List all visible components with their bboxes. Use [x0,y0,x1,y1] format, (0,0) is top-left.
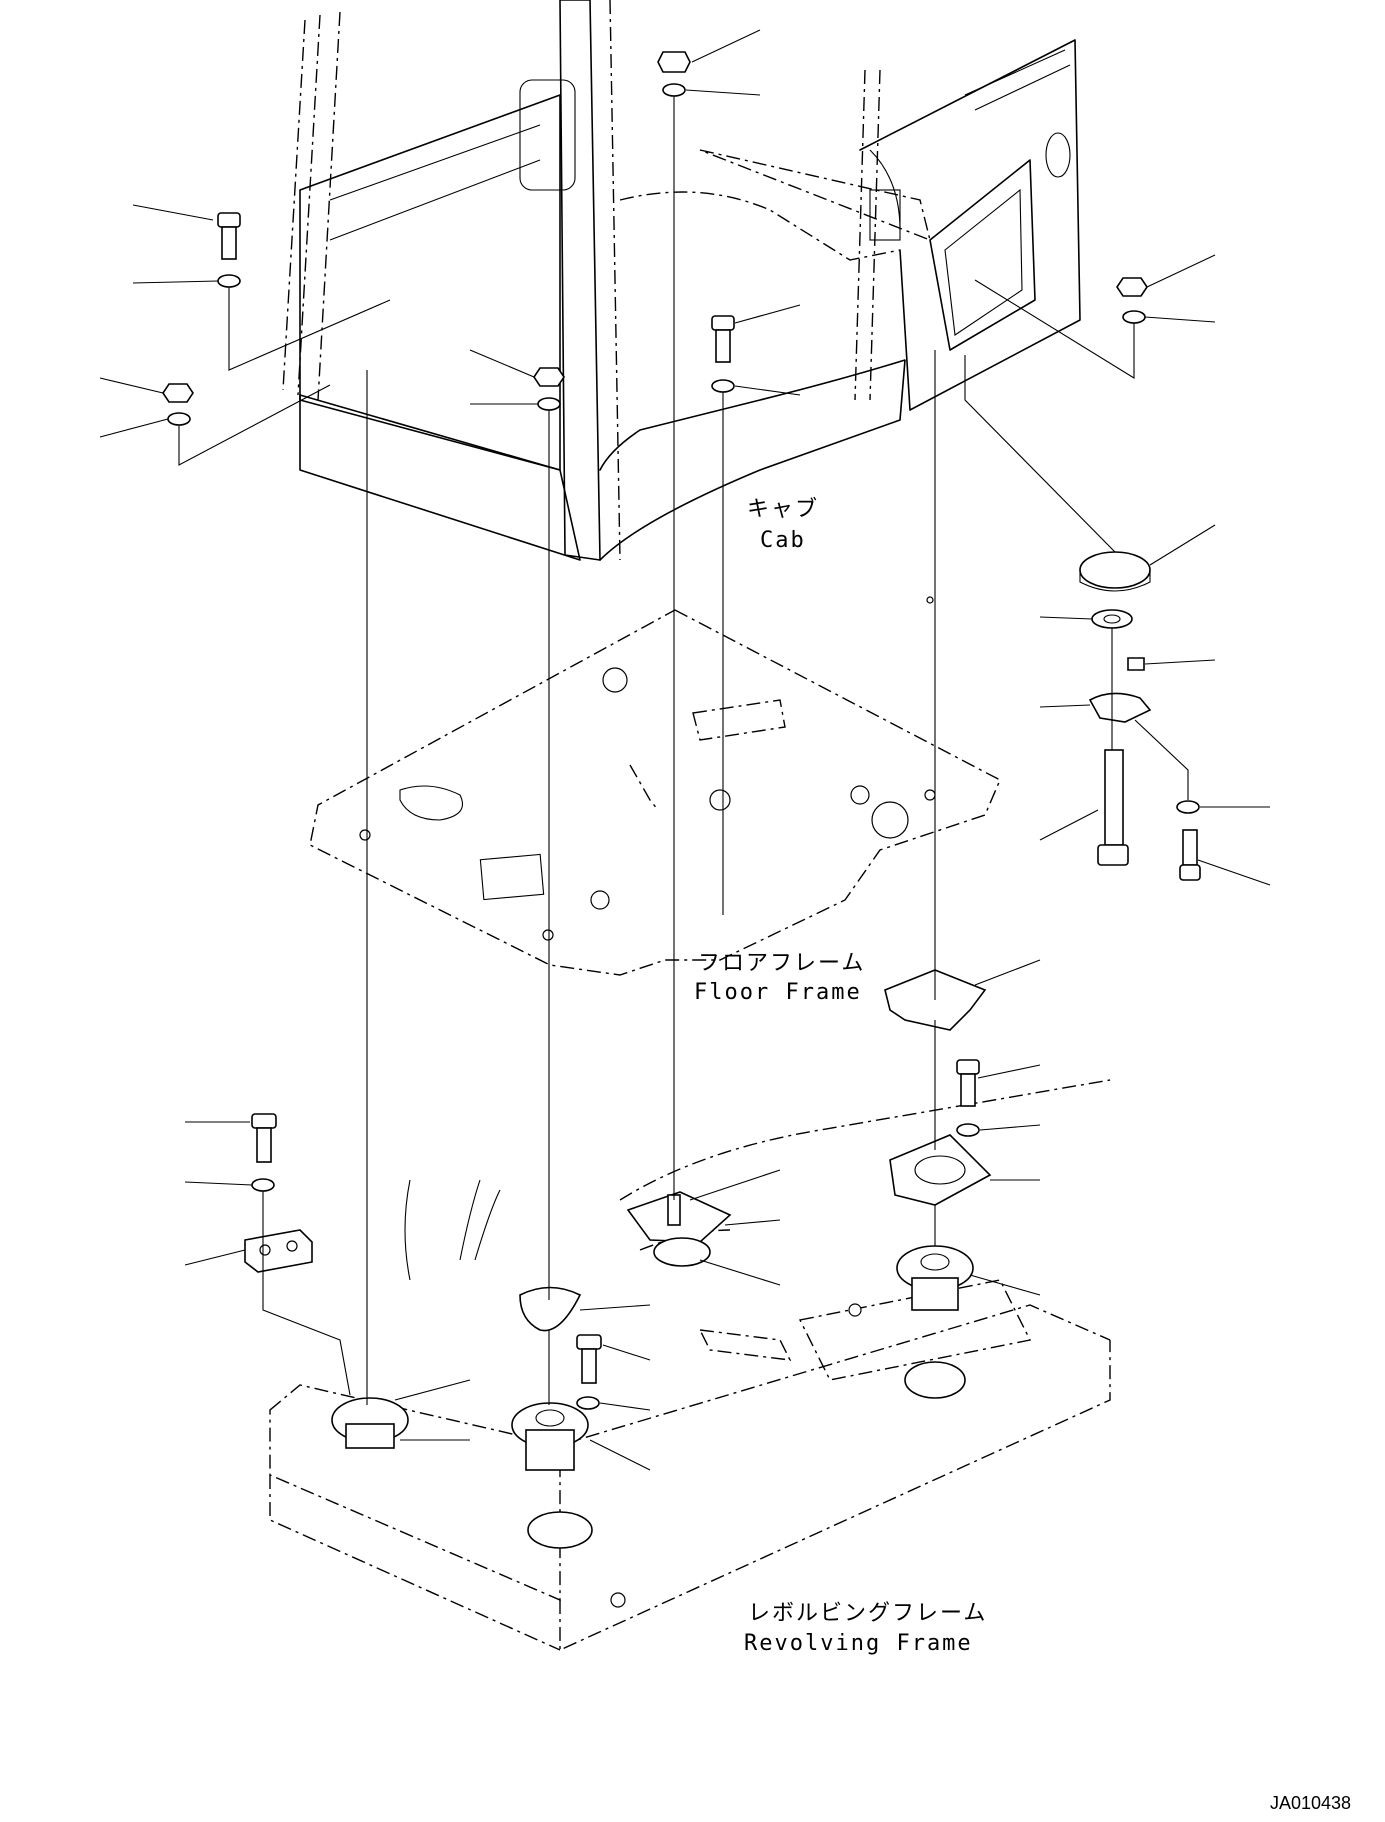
revolving-frame-label-jp: レボルビングフレーム [748,1601,988,1626]
leader-lines [99,29,1271,1471]
fasteners [162,51,1201,1471]
cab-label-jp: キャブ [747,497,820,522]
assembly-axis-lines [366,96,1113,1405]
floor-frame-label-jp: フロアフレーム [698,951,866,976]
floor-frame [309,596,1001,976]
revolving-frame-label-en: Revolving Frame [744,1631,973,1656]
drawing-code: JA010438 [1270,1793,1352,1813]
revolving-frame [269,1079,1111,1652]
floor-frame-label-en: Floor Frame [694,980,862,1005]
cab-assembly [282,0,1081,561]
cab-label-en: Cab [760,528,806,553]
